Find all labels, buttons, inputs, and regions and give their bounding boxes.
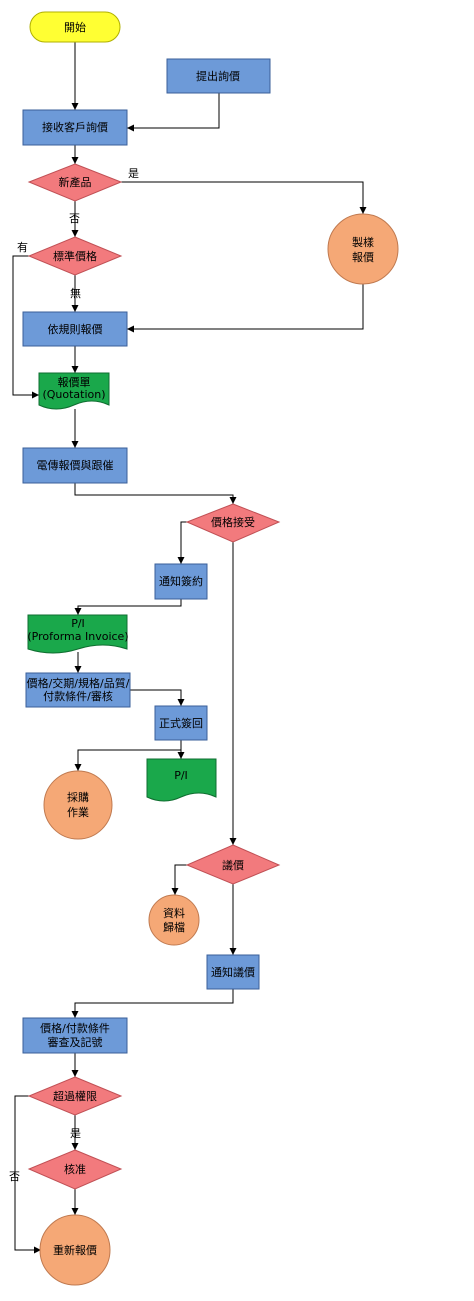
- node-formal-return: [154, 705, 208, 741]
- edges: [12, 42, 367, 1254]
- node-requote: [39, 1214, 111, 1286]
- node-exceed-limit-label: 超過權限: [53, 1089, 97, 1103]
- node-price-accept: [185, 503, 281, 543]
- node-review-record-label-2: 審查及記號: [48, 1035, 103, 1049]
- node-start-label: 開始: [64, 20, 86, 34]
- edge-notify-review: [71, 989, 234, 1018]
- node-notify-sign: [154, 563, 208, 600]
- edge-standard-quotation: [12, 255, 39, 399]
- node-telex-quote-label: 電傳報價與跟催: [37, 458, 114, 472]
- node-proforma-label-1: P/I: [71, 617, 85, 630]
- node-quotation-label-2: (Quotation): [42, 388, 105, 401]
- node-review-terms: [25, 672, 131, 708]
- node-new-product: [27, 163, 123, 202]
- edge-accept-notify: [177, 521, 187, 564]
- node-receive-inquiry-label: 接收客戶詢價: [42, 120, 108, 134]
- edge-label-no-std: 無: [70, 286, 81, 300]
- node-start: [29, 11, 121, 43]
- node-approve-label: 核准: [64, 1162, 86, 1176]
- edge-labels: 是 否 有 無 是 否: [9, 167, 139, 1183]
- node-notify-sign-label: 通知簽約: [159, 574, 203, 588]
- node-archive-label-1: 資料: [163, 906, 185, 920]
- node-quotation: [38, 372, 110, 410]
- node-sample-quote: [327, 213, 399, 285]
- edge-label-has-std: 有: [17, 240, 28, 254]
- node-submit-inquiry-label: 提出詢價: [196, 69, 240, 83]
- node-review-terms-label-1: 價格/交期/規格/品質/: [27, 676, 130, 690]
- edge-review-formal: [130, 689, 185, 706]
- node-negotiate-label: 議價: [222, 858, 244, 872]
- node-pi-doc: [146, 758, 217, 802]
- edge-sample-rule: [127, 284, 364, 333]
- node-review-record-label-1: 價格/付款條件: [40, 1021, 110, 1035]
- edge-label-yes-exceed: 是: [70, 1127, 81, 1140]
- node-standard-price: [27, 236, 123, 276]
- node-archive: [148, 894, 200, 946]
- edge-telex-accept: [74, 483, 237, 504]
- node-sample-quote-label-2: 報價: [352, 250, 374, 264]
- node-notify-negotiate-label: 通知議價: [211, 965, 255, 979]
- node-approve: [27, 1149, 123, 1190]
- node-quotation-label-1: 報價單: [58, 375, 91, 389]
- edge-negotiate-archive: [171, 864, 187, 895]
- node-review-record: [22, 1017, 128, 1054]
- edge-notify-pi: [74, 599, 182, 615]
- edge-label-no-exceed: 否: [9, 1170, 20, 1183]
- node-quote-by-rule-label: 依規則報價: [48, 322, 103, 336]
- node-telex-quote: [22, 447, 128, 484]
- edge-new-sample: [121, 181, 367, 214]
- node-review-terms-label-2: 付款條件/審核: [43, 689, 113, 703]
- node-pi-doc-label: P/I: [174, 769, 188, 782]
- edge-exceed-requote: [14, 1095, 41, 1254]
- node-standard-price-label: 標準價格: [53, 249, 97, 263]
- node-requote-label: 重新報價: [53, 1243, 97, 1257]
- node-receive-inquiry: [22, 109, 128, 146]
- node-new-product-label: 新產品: [59, 175, 92, 189]
- node-sample-quote-label-1: 製樣: [352, 235, 374, 249]
- node-quote-by-rule: [22, 311, 128, 347]
- node-negotiate: [185, 844, 281, 885]
- node-submit-inquiry: [166, 58, 271, 94]
- node-purchase-label-2: 作業: [67, 806, 89, 819]
- node-proforma-label-2: (Proforma Invoice): [27, 630, 128, 643]
- node-exceed-limit: [27, 1076, 123, 1116]
- edge-label-no-new: 否: [69, 212, 80, 225]
- nodes: 開始 提出詢價 接收客戶詢價 新產品 製樣 報價 標準價格 依規則報價 報價單 …: [22, 11, 399, 1286]
- edge-label-yes-new: 是: [128, 167, 139, 180]
- node-proforma: [27, 614, 128, 654]
- node-formal-return-label: 正式簽回: [159, 716, 203, 730]
- node-purchase: [43, 770, 113, 840]
- node-purchase-label-1: 採購: [67, 790, 89, 804]
- node-notify-negotiate: [206, 954, 260, 990]
- node-price-accept-label: 價格接受: [211, 515, 255, 529]
- edge-submit-receive: [127, 93, 220, 132]
- node-archive-label-2: 歸檔: [163, 920, 185, 934]
